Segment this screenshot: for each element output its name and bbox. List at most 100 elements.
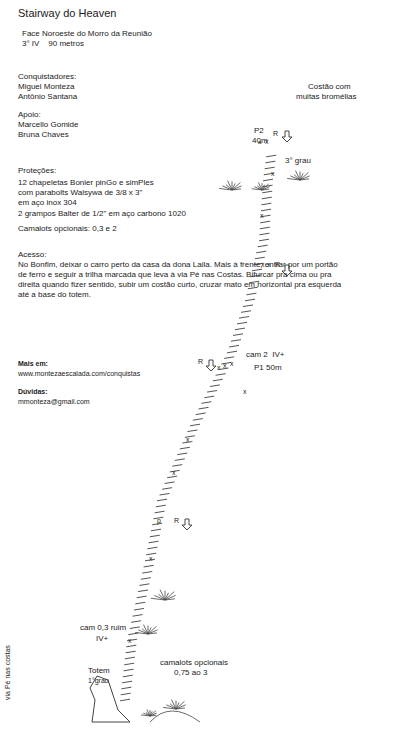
route-step: [141, 578, 151, 580]
topo-label: com parabolts Walsywa de 3/8 x 3": [18, 188, 142, 198]
bolt-mark: x: [223, 362, 227, 370]
route-step: [121, 693, 131, 695]
bolt-mark: x: [149, 555, 153, 563]
bromeliad-leaf: [148, 627, 151, 634]
route-step: [187, 430, 197, 432]
topo-label: cam 0,3 ruim: [80, 623, 126, 633]
route-step: [193, 419, 203, 421]
bromeliad-leaf: [148, 626, 156, 634]
route-step: [243, 305, 253, 307]
bolt-mark: x: [172, 469, 176, 477]
route-step: [155, 511, 165, 513]
route-step: [231, 340, 241, 342]
rappel-mark: R: [273, 130, 278, 138]
route-step: [142, 572, 152, 574]
route-step: [263, 179, 273, 181]
bromeliad-leaf: [232, 182, 240, 190]
route-step: [261, 209, 271, 211]
topo-label: www.montezaescalada.com/conquistas: [18, 370, 140, 378]
rappel-arrow: [182, 519, 192, 530]
route-step: [262, 197, 272, 199]
topo-label: Face Noroeste do Morro da Reunião: [22, 29, 152, 39]
route-step: [259, 233, 269, 235]
bolt-mark: x: [260, 212, 264, 220]
topo-label: Costão com: [308, 82, 351, 92]
route-step: [162, 488, 172, 490]
bromeliad-leaf: [219, 188, 232, 190]
topo-label: Marcello Gomide: [18, 120, 78, 130]
route-step: [196, 413, 206, 415]
route-step: [133, 615, 143, 617]
topo-label: cam 2 IV+: [246, 350, 284, 360]
route-step: [126, 645, 136, 647]
route-step: [126, 651, 136, 653]
route-step: [121, 687, 131, 689]
route-step: [128, 633, 138, 635]
bolt-mark: x: [271, 170, 275, 178]
route-step: [201, 402, 211, 404]
route-step: [227, 351, 237, 353]
topo-label: 3° grau: [285, 156, 311, 166]
route-step: [146, 553, 156, 555]
route-step: [125, 657, 135, 659]
route-step: [177, 453, 187, 455]
route-step: [256, 251, 266, 253]
route-step: [265, 167, 275, 169]
route-step: [160, 493, 170, 495]
bromeliad-leaf: [262, 184, 269, 190]
topo-title: Stairway do Heaven: [18, 7, 116, 20]
route-step: [265, 161, 275, 163]
topo-label: Totem: [88, 666, 110, 676]
route-step: [237, 322, 247, 324]
route-step: [199, 407, 209, 409]
route-step: [124, 669, 134, 671]
route-step: [167, 476, 177, 478]
route-step: [150, 535, 160, 537]
bolt-mark: x: [243, 388, 247, 396]
topo-label: muitas bromélias: [296, 92, 356, 102]
rappel-mark: R: [174, 517, 179, 525]
route-step: [245, 299, 255, 301]
route-step: [260, 221, 270, 223]
topo-label: No Bonfim, deixar o carro perto da casa …: [18, 260, 348, 300]
topo-label: via Pé nas costas: [4, 645, 12, 700]
route-step: [157, 499, 167, 501]
topo-label: Mais em:: [18, 360, 48, 368]
route-step: [246, 293, 256, 295]
topo-label: 0,75 ao 3: [174, 668, 207, 678]
topo-label: IV+: [96, 634, 108, 644]
topo-label: Acesso:: [18, 250, 46, 260]
bromeliad-leaf: [135, 632, 148, 634]
topo-label: 2 grampos Balter de 1/2" em aço carbono …: [18, 209, 186, 219]
route-step: [124, 663, 134, 665]
topo-label: Camalots opcionais: 0,3 e 2: [18, 224, 117, 234]
route-step: [204, 396, 214, 398]
rappel-mark: R: [198, 358, 203, 366]
bromeliad-leaf: [300, 173, 303, 180]
bolt-mark: x: [267, 261, 271, 269]
route-step: [137, 596, 147, 598]
topo-label: Dúvidas:: [18, 388, 48, 396]
route-step: [216, 374, 226, 376]
route-step: [135, 602, 145, 604]
route-step: [180, 447, 190, 449]
topo-label: Antônio Santana: [18, 92, 77, 102]
bromeliad-leaf: [151, 598, 165, 600]
topo-label: Apoio:: [18, 110, 41, 120]
bolt-mark: x: [186, 436, 190, 444]
topo-label: Conquistadores:: [18, 72, 76, 82]
route-step: [122, 681, 132, 683]
bolt-mark: x: [217, 364, 221, 372]
route-step: [130, 627, 140, 629]
route-step: [139, 584, 149, 586]
route-step: [123, 675, 133, 677]
route-step: [233, 334, 243, 336]
bromeliad-leaf: [141, 715, 150, 716]
bromeliad-leaf: [252, 189, 262, 190]
bromeliad-leaf: [176, 701, 184, 709]
route-step: [138, 590, 148, 592]
topo-label: em aço inox 304: [18, 198, 77, 208]
route-step: [235, 328, 245, 330]
